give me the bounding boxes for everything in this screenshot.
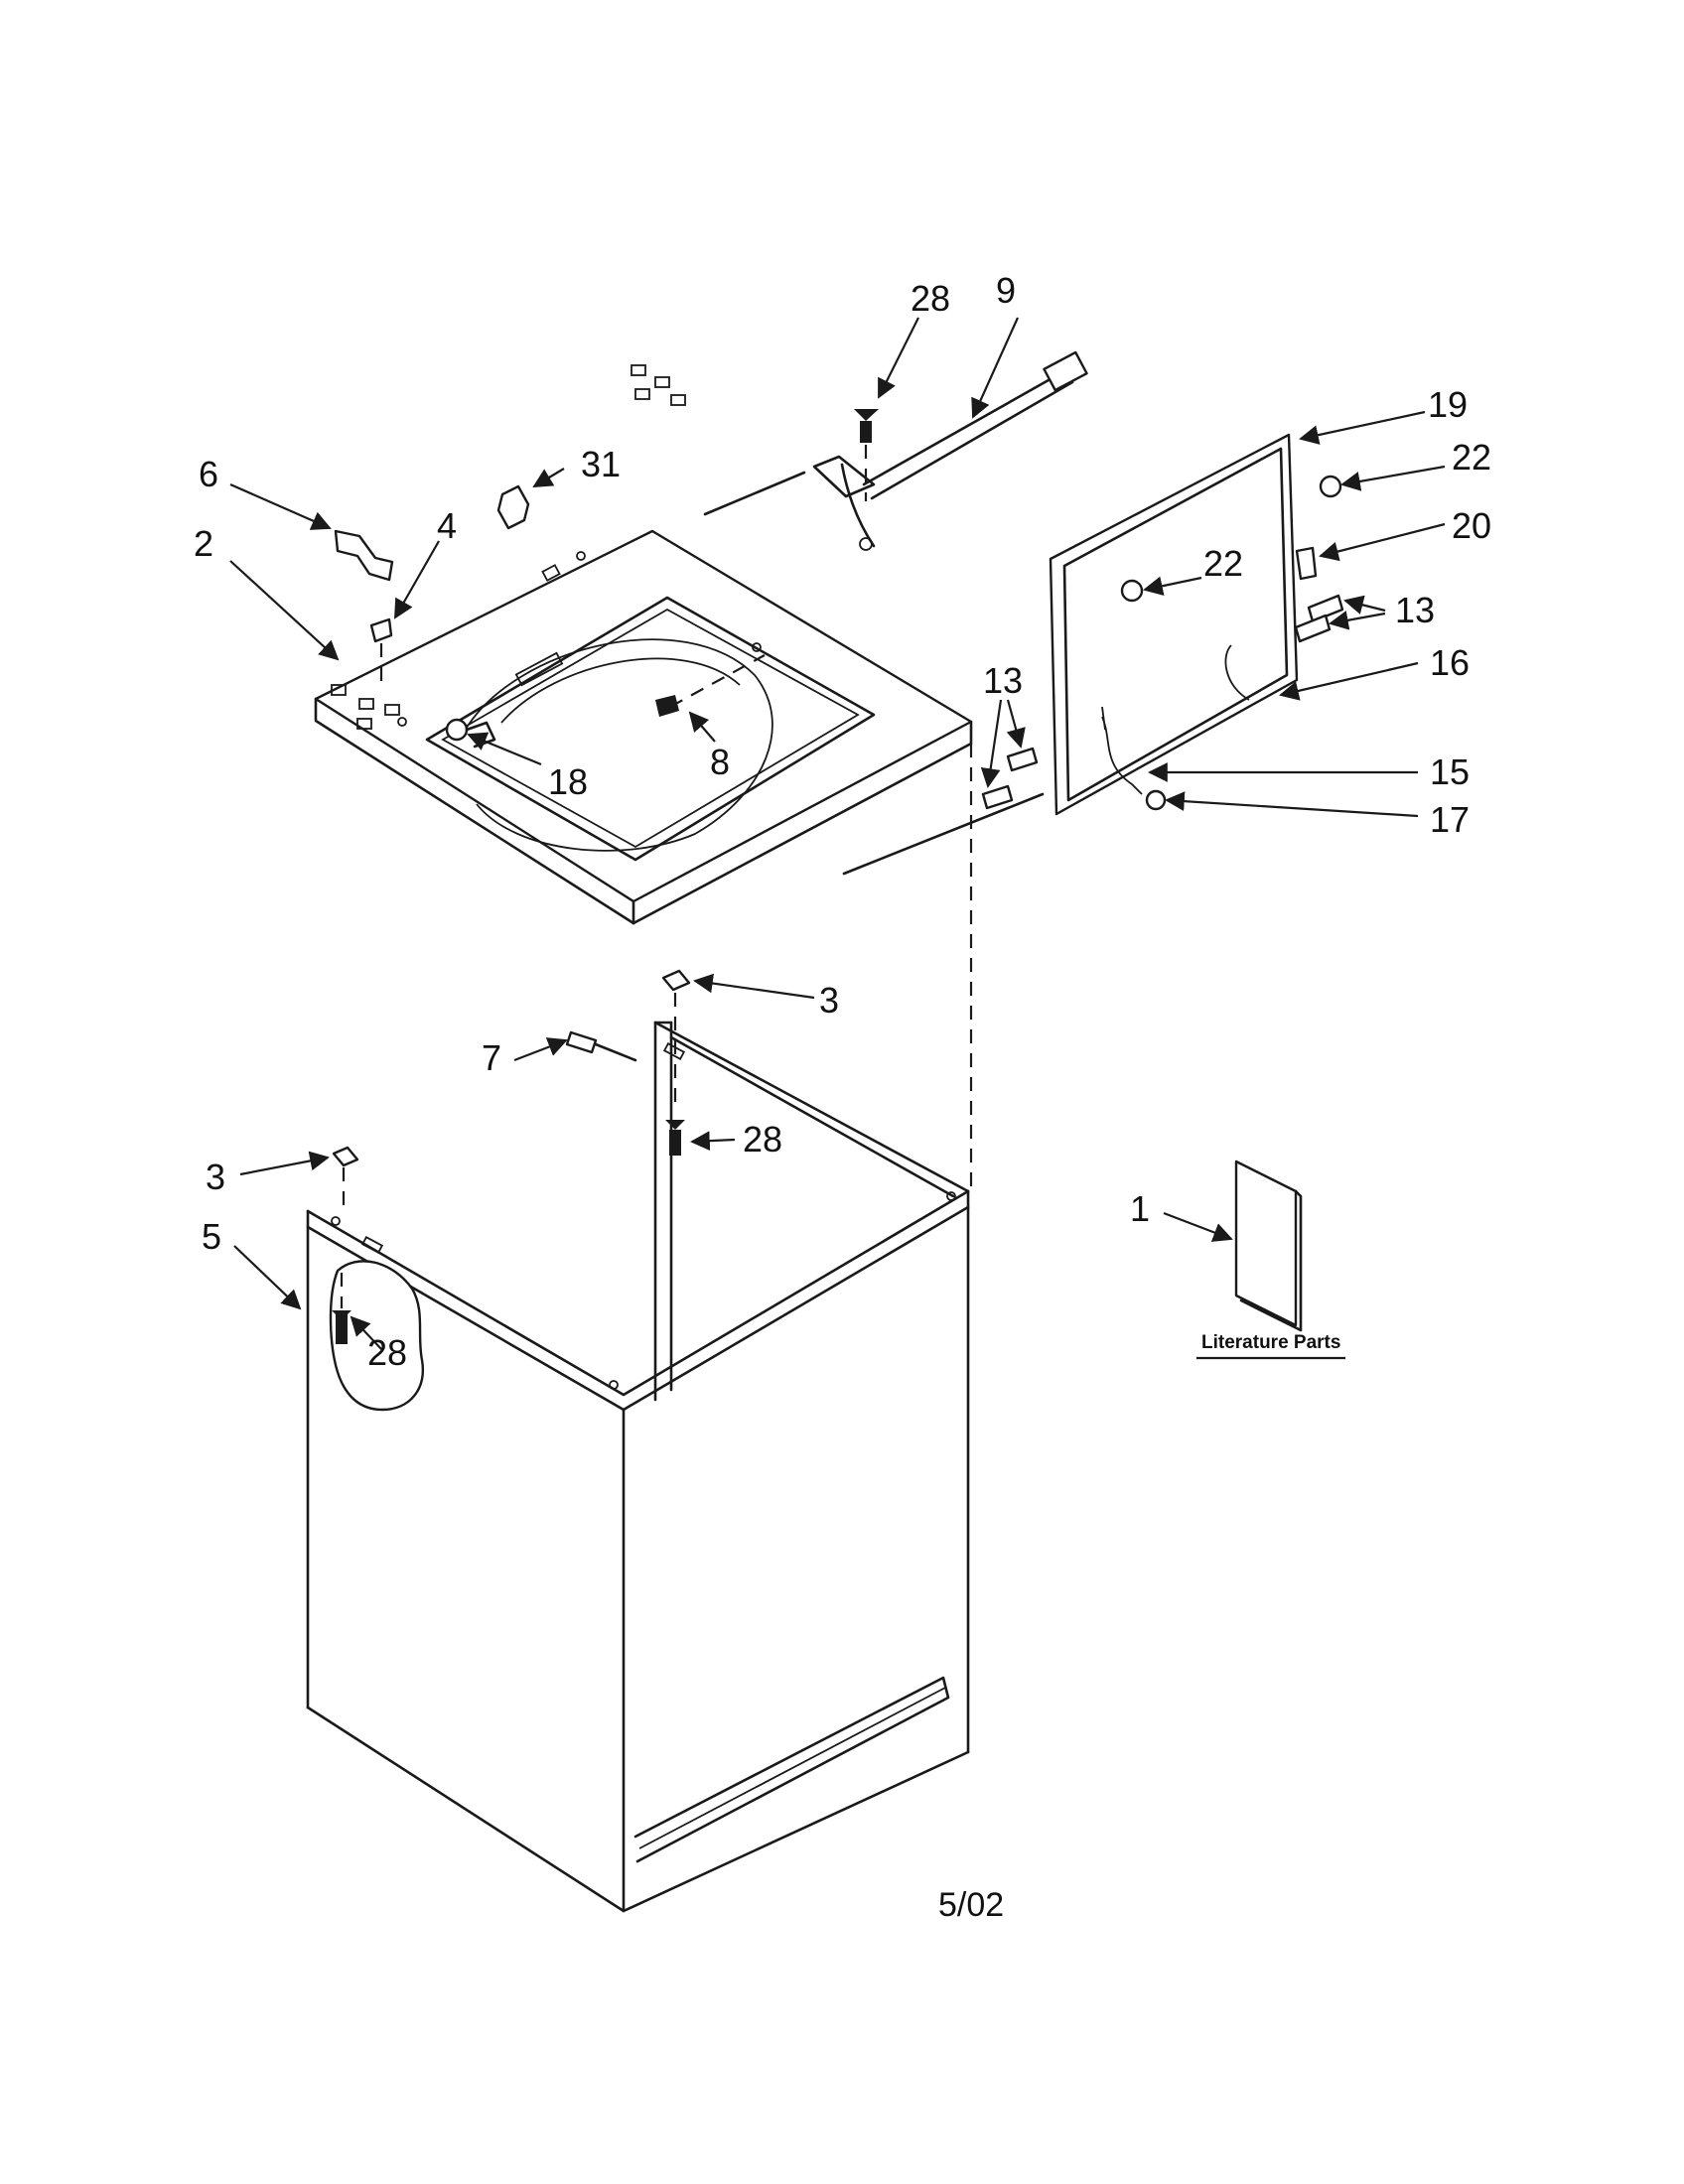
callout-5: 5 bbox=[202, 1216, 222, 1257]
callout-31: 31 bbox=[581, 444, 622, 484]
callout-28-top: 28 bbox=[911, 278, 951, 319]
clip-20 bbox=[1295, 546, 1318, 581]
callout-20: 20 bbox=[1452, 505, 1492, 546]
screw-7 bbox=[565, 1030, 637, 1062]
plug-22-inner bbox=[1120, 579, 1144, 603]
clip-3-left bbox=[332, 1146, 359, 1211]
wire-harness bbox=[812, 350, 1088, 551]
literature-booklet bbox=[1196, 1160, 1345, 1360]
screw-13-left-b bbox=[981, 784, 1014, 810]
nut-17 bbox=[1145, 789, 1167, 811]
callout-4: 4 bbox=[437, 505, 458, 546]
callout-13-right: 13 bbox=[1395, 590, 1436, 630]
callout-7: 7 bbox=[482, 1037, 502, 1078]
cabinet-cutaway bbox=[329, 1260, 425, 1412]
callout-13-left: 13 bbox=[983, 660, 1024, 701]
callout-9: 9 bbox=[996, 270, 1017, 311]
cabinet bbox=[306, 744, 973, 1913]
screw-8 bbox=[655, 654, 766, 717]
callout-1: 1 bbox=[1130, 1188, 1151, 1229]
plug-22-right bbox=[1319, 475, 1342, 498]
screw-28-mid bbox=[665, 1120, 685, 1156]
date-code: 5/02 bbox=[938, 1886, 1005, 1924]
clip-31 bbox=[496, 484, 530, 530]
callout-15: 15 bbox=[1430, 751, 1471, 792]
callout-18: 18 bbox=[548, 761, 589, 802]
screw-28-top bbox=[854, 409, 879, 501]
callout-17: 17 bbox=[1430, 799, 1471, 840]
callout-28-mid: 28 bbox=[743, 1119, 783, 1160]
callout-6: 6 bbox=[199, 454, 219, 494]
literature-parts-caption: Literature Parts bbox=[1201, 1332, 1341, 1353]
callout-22-right: 22 bbox=[1452, 437, 1492, 478]
callout-22-inner: 22 bbox=[1203, 543, 1244, 584]
clip-3-top bbox=[661, 969, 691, 1112]
callout-3-left: 3 bbox=[206, 1157, 226, 1197]
callout-8: 8 bbox=[710, 742, 731, 782]
callout-19: 19 bbox=[1428, 384, 1469, 425]
callout-28-cabinet: 28 bbox=[367, 1332, 408, 1373]
callout-16: 16 bbox=[1430, 642, 1471, 683]
screw-13-left-a bbox=[1006, 747, 1039, 772]
screw-13-right-a bbox=[1307, 594, 1344, 623]
rear-console-frame bbox=[1049, 433, 1299, 816]
leader-arrows bbox=[229, 317, 1446, 1351]
top-panel bbox=[314, 364, 973, 925]
callout-2: 2 bbox=[194, 523, 214, 564]
callout-3-top: 3 bbox=[819, 980, 840, 1021]
fitting-18 bbox=[445, 718, 496, 749]
clip-4 bbox=[369, 617, 393, 691]
clip-6 bbox=[334, 529, 394, 582]
